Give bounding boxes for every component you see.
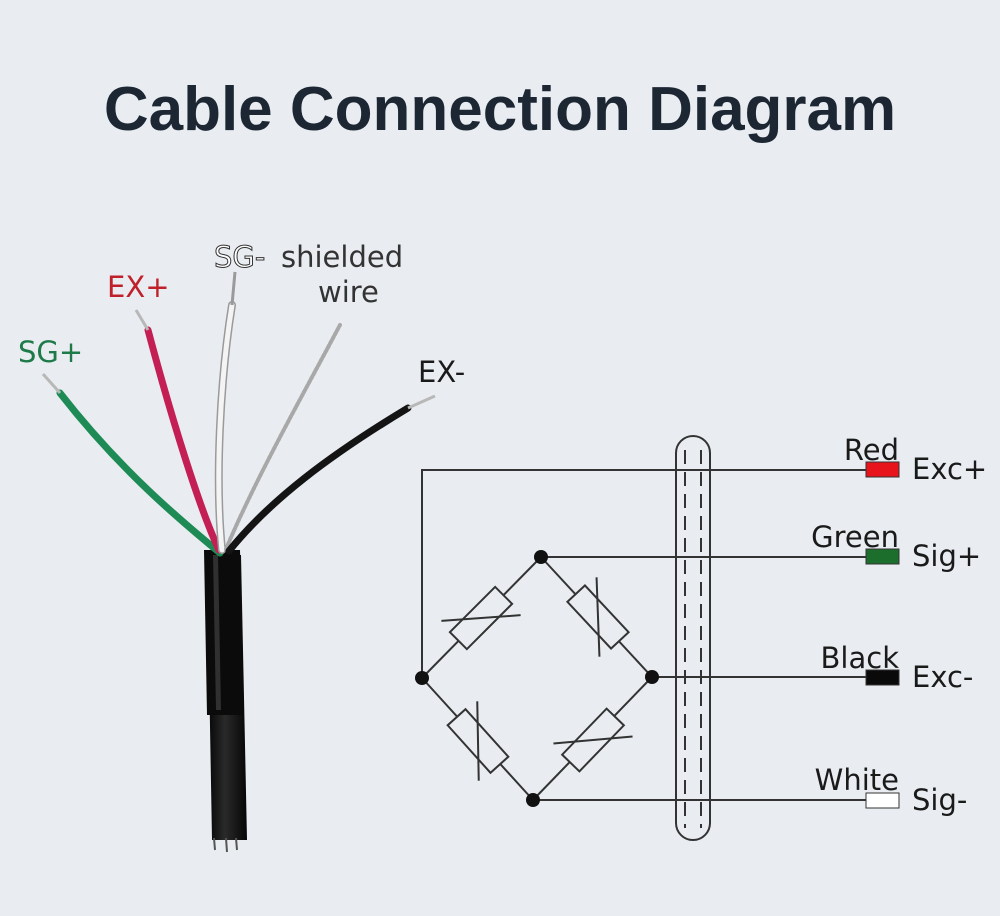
color-name-green: Green — [811, 520, 899, 554]
swatch-green — [865, 548, 900, 565]
label-ex-plus: EX+ — [107, 270, 170, 304]
green-wire — [56, 389, 224, 557]
black-wire — [225, 404, 412, 555]
strain-gauge-resistor-2 — [565, 577, 631, 657]
strain-gauge-resistor-4 — [553, 707, 633, 773]
signal-exc-minus: Exc- — [912, 660, 973, 694]
white-wire — [216, 302, 235, 553]
green-wire-tip — [41, 372, 62, 395]
strain-gauge-resistor-3 — [446, 701, 510, 781]
exc-plus-line — [421, 469, 866, 678]
heat-shrink-sleeve — [204, 550, 244, 715]
signal-sig-plus: Sig+ — [912, 539, 981, 573]
color-name-red: Red — [844, 433, 899, 467]
wheatstone-bridge-schematic — [415, 435, 866, 841]
white-wire-tip — [230, 271, 237, 306]
cable-end-strands — [213, 837, 238, 853]
bridge-node-right — [645, 670, 659, 684]
signal-sig-minus: Sig- — [912, 783, 967, 817]
label-ex-minus: EX- — [418, 355, 465, 389]
swatch-white — [865, 792, 900, 809]
bridge-node-left — [415, 671, 429, 685]
swatch-red — [865, 461, 900, 478]
red-wire — [144, 326, 223, 554]
cable-illustration — [41, 271, 436, 853]
label-sg-plus: SG+ — [18, 335, 83, 369]
strain-gauge-resistor-1 — [441, 585, 521, 651]
bridge-node-bottom — [526, 793, 540, 807]
shield-sleeve — [675, 435, 711, 841]
sleeve-highlight — [213, 555, 221, 710]
signal-exc-plus: Exc+ — [912, 452, 987, 486]
color-name-black: Black — [821, 641, 900, 675]
page-title: Cable Connection Diagram — [104, 75, 896, 144]
swatch-black — [865, 669, 900, 686]
color-name-white: White — [815, 763, 899, 797]
bridge-node-top — [534, 550, 548, 564]
label-shielded: shielded — [281, 240, 403, 274]
label-sg-minus: SG- — [214, 240, 265, 274]
label-wire: wire — [318, 275, 379, 309]
black-wire-tip — [407, 394, 436, 410]
red-wire-tip — [134, 309, 150, 331]
shield-drain-wire — [224, 323, 342, 551]
